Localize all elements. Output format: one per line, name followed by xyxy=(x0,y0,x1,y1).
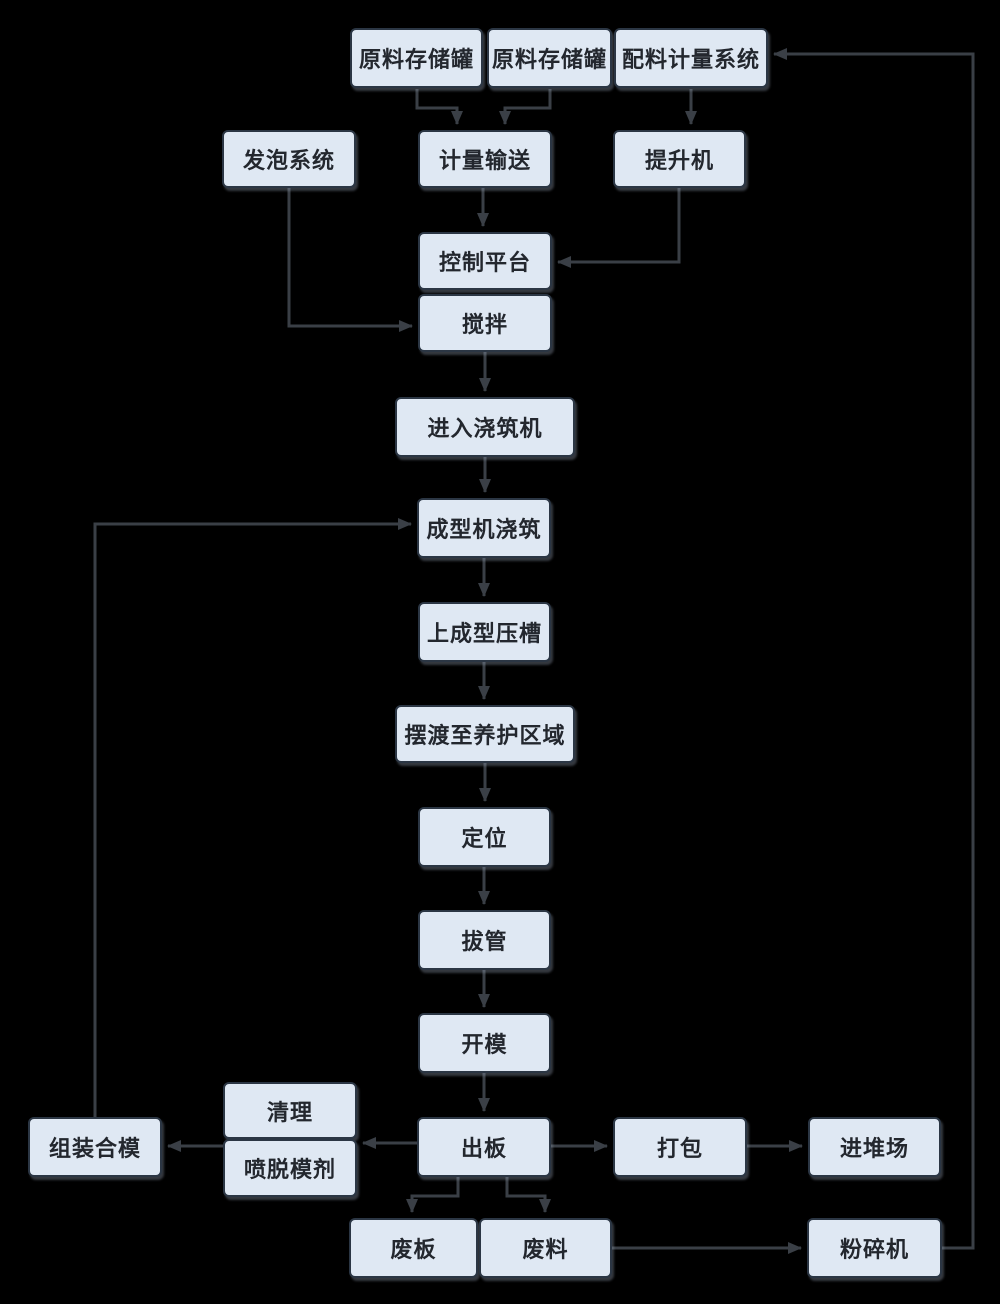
node-raw-material-tank-2: 原料存储罐 xyxy=(487,28,612,88)
node-pull-tube: 拔管 xyxy=(418,910,551,970)
node-open-mold: 开模 xyxy=(418,1013,551,1073)
connector-assemble-formpour xyxy=(93,518,412,1117)
connector-crusher-batching xyxy=(773,48,975,1250)
connector-tank1-metering xyxy=(415,89,463,125)
node-hoist: 提升机 xyxy=(613,130,746,188)
node-cleaning: 清理 xyxy=(223,1082,357,1139)
node-upper-forming-press-groove: 上成型压槽 xyxy=(418,602,551,662)
node-raw-material-tank-1: 原料存储罐 xyxy=(350,28,483,88)
node-packing: 打包 xyxy=(613,1117,747,1177)
node-board-out: 出板 xyxy=(417,1117,551,1177)
connector-hoist-control xyxy=(557,188,681,268)
node-crusher: 粉碎机 xyxy=(807,1218,942,1278)
node-foaming-system: 发泡系统 xyxy=(222,130,356,188)
node-batching-metering-system: 配料计量系统 xyxy=(614,28,768,88)
connector-foaming-mixing xyxy=(287,188,413,332)
connector-tank2-metering xyxy=(499,89,552,125)
node-mixing: 搅拌 xyxy=(418,294,552,352)
node-positioning: 定位 xyxy=(418,807,551,867)
connector-outboard-wasteboard xyxy=(406,1177,460,1213)
node-waste-material: 废料 xyxy=(479,1218,612,1278)
connector-outboard-wastematerial xyxy=(505,1177,551,1213)
node-control-platform: 控制平台 xyxy=(418,232,552,290)
node-forming-machine-pouring: 成型机浇筑 xyxy=(417,498,551,558)
node-assemble-close-mold: 组装合模 xyxy=(28,1117,162,1177)
node-ferry-to-curing-area: 摆渡至养护区域 xyxy=(395,705,575,763)
node-stacking-yard: 进堆场 xyxy=(808,1117,941,1177)
node-waste-board: 废板 xyxy=(349,1218,478,1278)
node-enter-pouring-machine: 进入浇筑机 xyxy=(395,397,575,457)
node-metering-conveying: 计量输送 xyxy=(418,130,552,188)
node-spray-release-agent: 喷脱模剂 xyxy=(223,1139,357,1197)
